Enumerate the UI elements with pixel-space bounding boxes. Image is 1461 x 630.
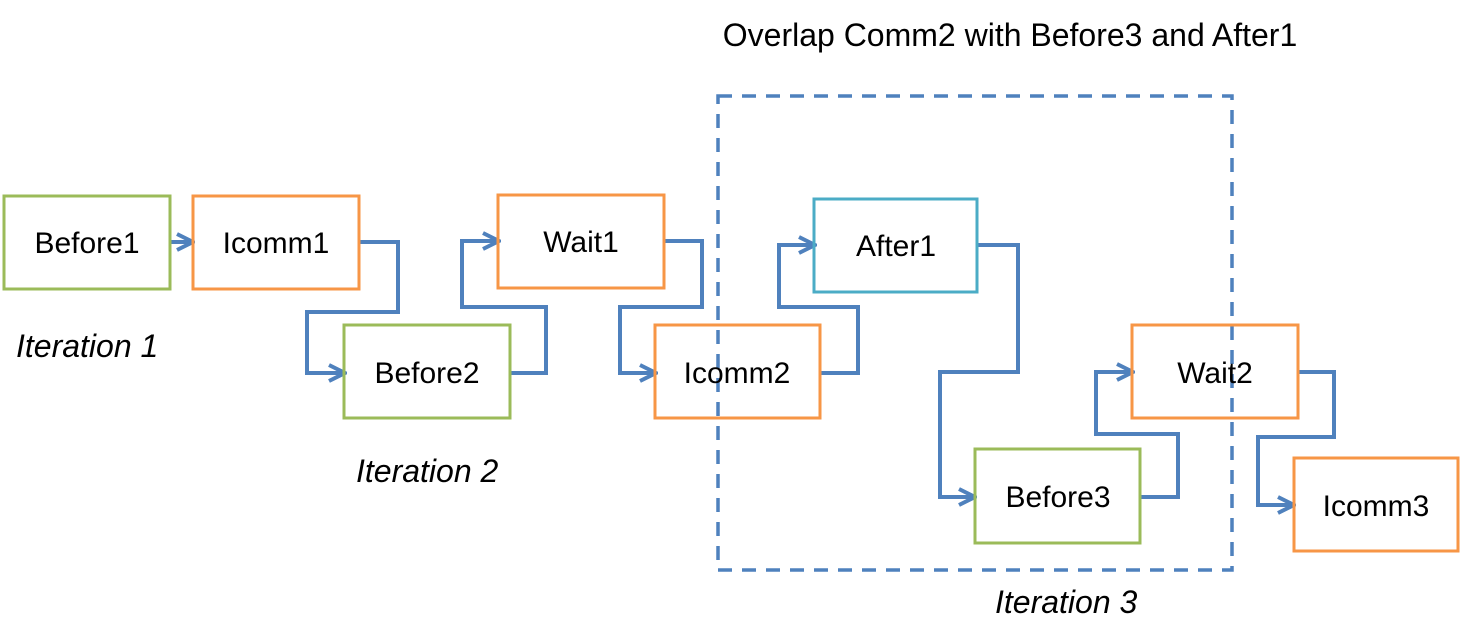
node-label: Wait2 bbox=[1177, 357, 1253, 390]
node-wait2: Wait2 bbox=[1130, 323, 1300, 420]
edge-wait2-icomm3 bbox=[1256, 370, 1336, 505]
edge-icomm1-before2 bbox=[305, 240, 400, 373]
node-box bbox=[1292, 456, 1460, 553]
node-label: Icomm1 bbox=[223, 227, 330, 260]
edge-wait1-icomm2 bbox=[618, 239, 704, 373]
edge-icomm2-after1 bbox=[777, 245, 860, 375]
node-label: Icomm3 bbox=[1323, 490, 1430, 523]
node-icomm3: Icomm3 bbox=[1292, 456, 1460, 553]
node-label: Wait1 bbox=[543, 226, 619, 259]
node-after1: After1 bbox=[812, 197, 979, 294]
node-box bbox=[1130, 323, 1300, 420]
iteration-2-label: Iteration 2 bbox=[356, 453, 499, 489]
iteration-1-label: Iteration 1 bbox=[16, 328, 158, 364]
node-box bbox=[342, 323, 512, 420]
node-label: Icomm2 bbox=[684, 357, 791, 390]
node-label: Before2 bbox=[374, 357, 479, 390]
node-icomm2: Icomm2 bbox=[653, 323, 822, 420]
node-box bbox=[812, 197, 979, 294]
node-label: Before3 bbox=[1005, 481, 1110, 514]
node-box bbox=[653, 323, 822, 420]
diagram-title: Overlap Comm2 with Before3 and After1 bbox=[723, 17, 1298, 53]
node-before2: Before2 bbox=[342, 323, 512, 420]
overlap-region bbox=[716, 94, 1234, 572]
node-wait1: Wait1 bbox=[496, 193, 666, 290]
node-box bbox=[2, 194, 172, 291]
node-label: After1 bbox=[856, 230, 936, 263]
iteration-3-label: Iteration 3 bbox=[995, 584, 1138, 620]
connectors bbox=[170, 239, 1336, 505]
node-label: Before1 bbox=[34, 227, 139, 260]
node-before1: Before1 bbox=[2, 194, 172, 291]
node-box bbox=[191, 194, 361, 291]
edge-before3-wait2 bbox=[1094, 372, 1180, 499]
node-box bbox=[973, 447, 1142, 545]
node-icomm1: Icomm1 bbox=[191, 194, 361, 291]
edge-before2-wait1 bbox=[460, 241, 548, 375]
edge-after1-before3 bbox=[938, 243, 1020, 497]
node-before3: Before3 bbox=[973, 447, 1142, 545]
node-box bbox=[496, 193, 666, 290]
